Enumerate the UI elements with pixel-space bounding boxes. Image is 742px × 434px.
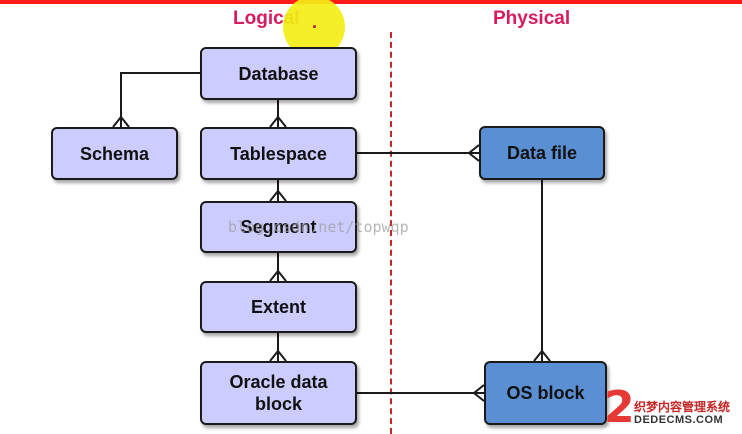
- tablespace-label: Tablespace: [230, 143, 327, 164]
- brand-cn-text: 织梦内容管理系统: [634, 400, 731, 414]
- segment-label: Segment: [240, 217, 317, 237]
- cursor-dot: .: [312, 12, 318, 32]
- extent-label: Extent: [250, 297, 306, 317]
- extent-node[interactable]: Extent: [200, 281, 357, 333]
- crowfoot-osblock-top: [533, 349, 551, 362]
- os-block-node[interactable]: OS block: [484, 361, 607, 425]
- oracle-data-block-label-line2: block: [254, 394, 302, 414]
- crowfoot-segment: [269, 189, 287, 202]
- schema-node[interactable]: Schema: [51, 127, 178, 180]
- tablespace-node[interactable]: Tablespace: [200, 127, 357, 180]
- logical-header: Logical: [233, 8, 300, 29]
- crowfoot-block: [269, 349, 287, 362]
- data-file-node[interactable]: Data file: [479, 126, 605, 180]
- brand-logo: 2 织梦内容管理系统 DEDECMS.COM: [604, 386, 742, 434]
- database-node[interactable]: Database: [200, 47, 357, 100]
- segment-node[interactable]: Segment: [200, 201, 357, 253]
- crowfoot-osblock-left: [472, 384, 485, 402]
- crowfoot-extent: [269, 269, 287, 282]
- database-label: Database: [238, 63, 319, 84]
- oracle-data-block-label-line1: Oracle data: [229, 372, 328, 392]
- logical-physical-divider: [390, 32, 392, 434]
- schema-label: Schema: [79, 143, 150, 164]
- oracle-data-block-node[interactable]: Oracle data block: [200, 361, 357, 425]
- crowfoot-tablespace: [269, 115, 287, 128]
- data-file-label: Data file: [506, 143, 578, 163]
- os-block-label: OS block: [506, 383, 585, 403]
- crowfoot-schema: [112, 115, 130, 128]
- watermark-text: blog.csdn.net/topwqp: [228, 218, 409, 236]
- crowfoot-datafile: [467, 144, 480, 162]
- link-database-schema: [120, 72, 200, 127]
- top-red-border: [0, 0, 742, 4]
- physical-header: Physical: [493, 8, 571, 29]
- brand-mark: 2: [604, 382, 635, 433]
- brand-en-text: DEDECMS.COM: [634, 414, 724, 426]
